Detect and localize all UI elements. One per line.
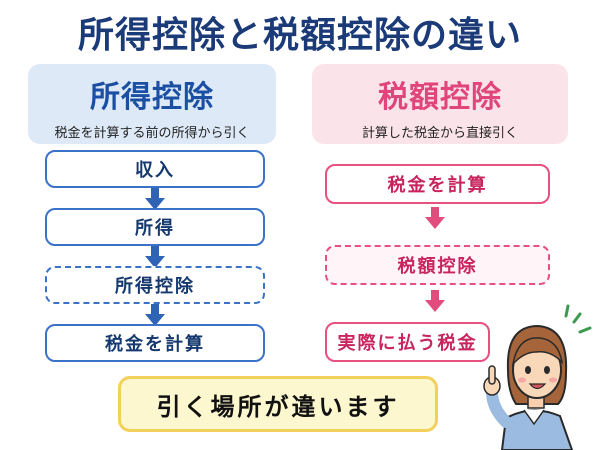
right-step-tax-credit: 税額控除 <box>325 245 550 285</box>
down-arrow-icon <box>425 290 445 312</box>
left-step-earnings: 所得 <box>45 208 265 246</box>
income-deduction-header: 所得控除 税金を計算する前の所得から引く <box>28 64 276 144</box>
down-arrow-icon <box>145 188 165 210</box>
conclusion-banner: 引く場所が違います <box>118 376 438 432</box>
tax-credit-heading: 税額控除 <box>378 80 502 115</box>
left-step-tax-calculation: 税金を計算 <box>45 324 265 362</box>
tax-credit-subheading: 計算した税金から直接引く <box>361 126 518 141</box>
right-step-tax-calculation: 税金を計算 <box>325 164 550 204</box>
down-arrow-icon <box>425 207 445 229</box>
down-arrow-icon <box>145 246 165 268</box>
income-deduction-subheading: 税金を計算する前の所得から引く <box>54 126 250 141</box>
left-step-income-deduction: 所得控除 <box>45 266 265 304</box>
page-title: 所得控除と税額控除の違い <box>77 15 522 56</box>
down-arrow-icon <box>145 304 165 326</box>
woman-pointing-illustration <box>483 304 592 450</box>
income-deduction-heading: 所得控除 <box>90 80 214 115</box>
right-step-actual-tax: 実際に払う税金 <box>325 322 490 362</box>
tax-credit-header: 税額控除 計算した税金から直接引く <box>312 64 568 144</box>
left-step-income: 収入 <box>45 150 265 188</box>
